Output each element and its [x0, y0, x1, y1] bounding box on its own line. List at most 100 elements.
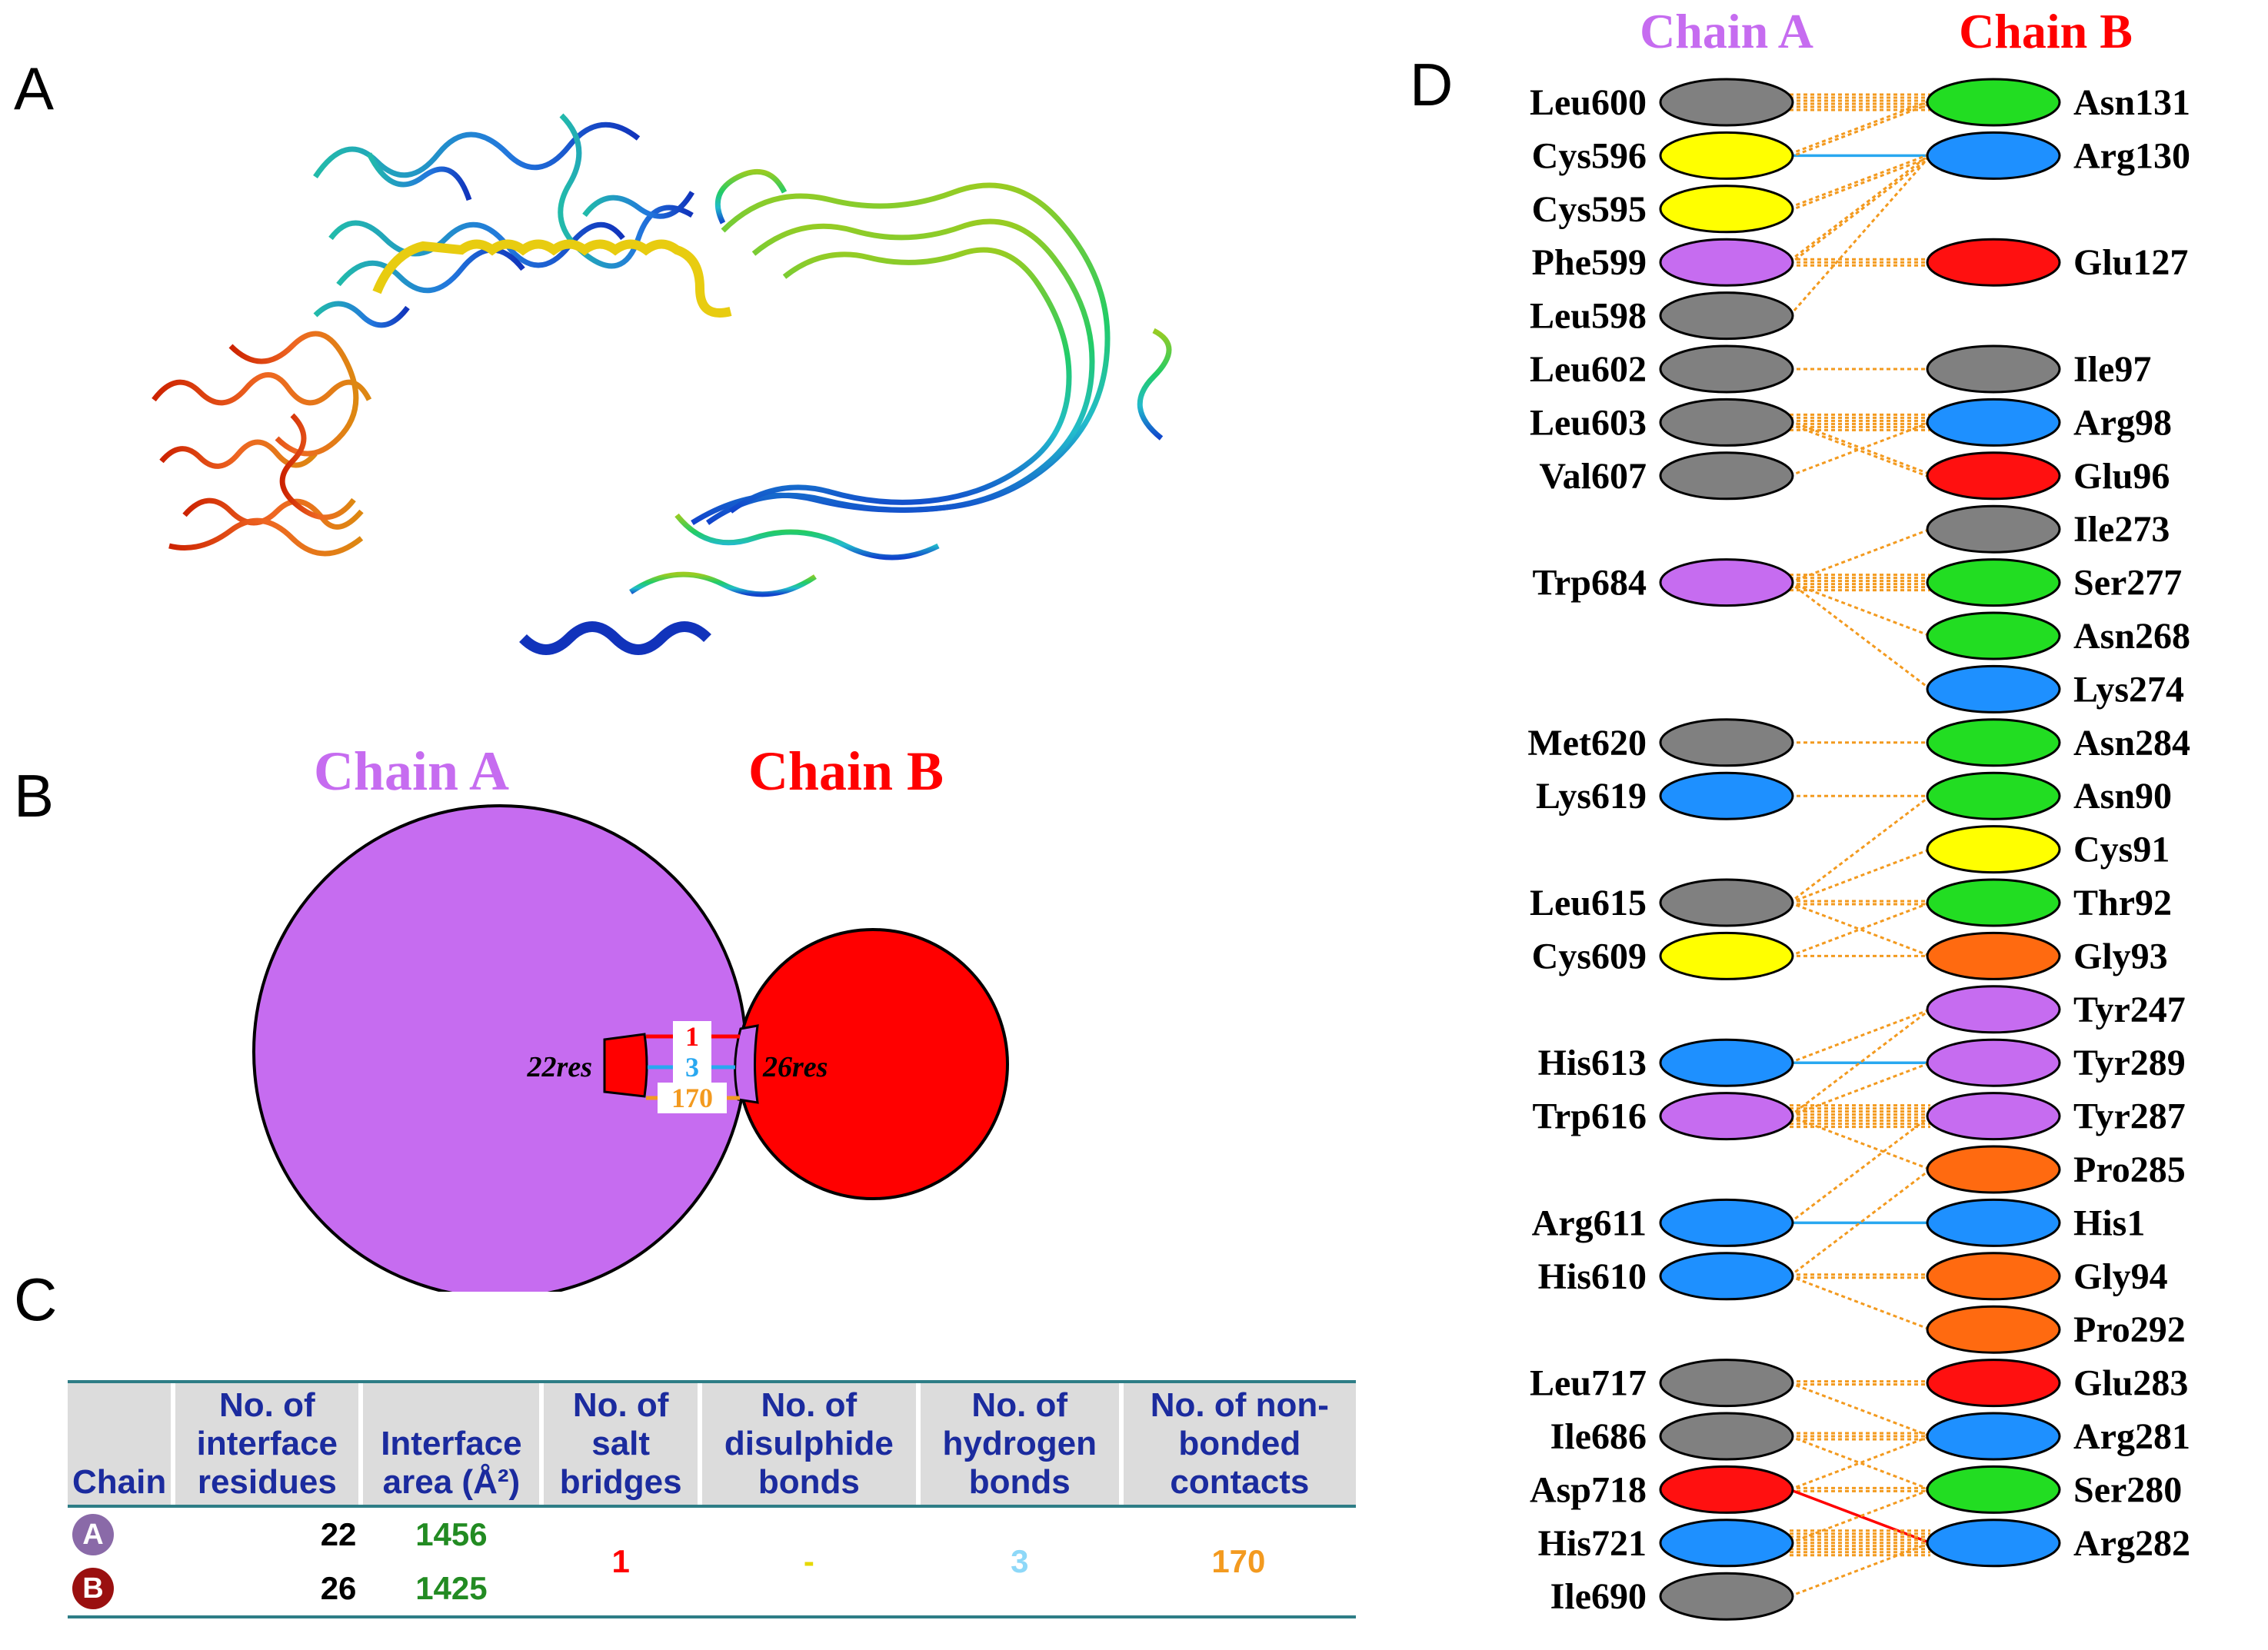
ribbon-long-helix	[372, 239, 732, 318]
residue-node-met620	[1659, 718, 1794, 767]
salt-bridges-value: 1	[611, 1543, 630, 1579]
residue-node-ile273	[1926, 504, 2061, 554]
header-interface-residues: No. of interface residues	[173, 1383, 364, 1505]
ribbon-lower-left-domain	[152, 331, 372, 557]
ribbon-right-solenoid	[629, 168, 1172, 597]
residue-label-ile97: Ile97	[2073, 349, 2151, 390]
nonbonded-contact-line	[1789, 1008, 1931, 1117]
residue-label-his610: His610	[1538, 1256, 1647, 1297]
nonbonded-contact-line	[1789, 102, 1931, 158]
residue-node-asn284	[1926, 718, 2061, 767]
nonbonded-contact-line	[1789, 527, 1931, 584]
header-hydrogen-bonds: No. of hydrogen bonds	[918, 1383, 1124, 1505]
residue-node-arg282	[1926, 1519, 2061, 1568]
nonbonded-contact-line	[1789, 422, 1931, 479]
chain-b-title: Chain B	[748, 740, 944, 802]
nonbonded-contact-line	[1789, 1008, 1931, 1064]
residue-node-thr92	[1926, 878, 2061, 927]
residue-interaction-diagram: Chain A Chain B Leu600Cys596Cys595Phe599…	[1527, 4, 2190, 1621]
residue-node-his610	[1659, 1252, 1794, 1301]
residue-node-ile686	[1659, 1412, 1794, 1461]
panel-letter-d: D	[1410, 51, 1454, 118]
chain-b-badge: B	[72, 1568, 114, 1609]
chain-b-residue-count: 26res	[762, 1051, 828, 1083]
residue-label-ile690: Ile690	[1550, 1576, 1647, 1617]
residue-label-trp684: Trp684	[1533, 563, 1647, 604]
residue-label-arg282: Arg282	[2073, 1523, 2190, 1564]
residue-label-ser277: Ser277	[2073, 563, 2182, 604]
ribbon-tail-helix	[519, 621, 711, 655]
residue-node-asn131	[1926, 78, 2061, 127]
nonbonded-contact-line	[1789, 156, 1931, 265]
residue-node-gly93	[1926, 931, 2061, 980]
residue-label-gly94: Gly94	[2073, 1256, 2168, 1297]
nonbonded-contact-line	[1789, 155, 1931, 212]
nonbonded-contact-line	[1789, 419, 1931, 476]
residue-label-leu603: Leu603	[1530, 402, 1647, 443]
residue-label-arg98: Arg98	[2073, 402, 2172, 443]
nonbonded-contact-line	[1788, 155, 1932, 317]
residue-label-arg130: Arg130	[2073, 135, 2190, 176]
nonbonded-contact-line	[1789, 99, 1931, 155]
residue-node-leu603	[1659, 398, 1794, 447]
residue-label-leu600: Leu600	[1530, 82, 1647, 123]
residue-node-trp616	[1659, 1092, 1794, 1141]
residue-label-ile686: Ile686	[1550, 1416, 1647, 1457]
chain-a-area: 1456	[415, 1516, 488, 1552]
residue-label-ser280: Ser280	[2073, 1469, 2182, 1510]
nonbonded-count: 170	[671, 1083, 713, 1113]
disulphide-value: -	[803, 1543, 814, 1579]
residue-node-phe599	[1659, 238, 1794, 287]
chain-a-residue-count: 22res	[527, 1051, 592, 1083]
panel-letter-a: A	[14, 55, 55, 122]
residue-node-gly94	[1926, 1252, 2061, 1301]
chain-b-area: 1425	[415, 1570, 488, 1606]
nonbonded-contact-line	[1789, 848, 1931, 904]
residue-node-asp718	[1659, 1465, 1794, 1514]
residue-node-leu602	[1659, 344, 1794, 394]
header-interface-area: Interface area (Å²)	[361, 1383, 545, 1505]
nonbonded-contact-line	[1789, 1061, 1931, 1118]
chain-a-badge: A	[72, 1514, 114, 1555]
hbond-count: 3	[685, 1052, 699, 1083]
table-header-row: Chain No. of interface residues Interfac…	[68, 1383, 1356, 1505]
chain-b-residues: 26	[320, 1570, 357, 1606]
hbond-count-bg	[673, 1052, 711, 1083]
salt-count-bg	[673, 1021, 711, 1052]
residue-node-ile97	[1926, 344, 2061, 394]
residue-label-glu283: Glu283	[2073, 1363, 2188, 1404]
residue-label-cys609: Cys609	[1532, 936, 1647, 976]
residue-node-leu598	[1659, 291, 1794, 341]
residue-node-his721	[1659, 1519, 1794, 1568]
residue-label-cys595: Cys595	[1532, 189, 1647, 230]
residue-node-trp684	[1659, 558, 1794, 607]
residue-node-leu600	[1659, 78, 1794, 127]
residue-node-cys609	[1659, 931, 1794, 980]
nonbonded-contact-line	[1789, 1168, 1931, 1277]
residue-node-cys596	[1659, 131, 1794, 180]
residue-label-val607: Val607	[1539, 456, 1647, 497]
nonbonded-contact-line	[1789, 152, 1931, 209]
header-salt-bridges: No. of salt bridges	[541, 1383, 702, 1505]
residue-node-cys91	[1926, 825, 2061, 874]
residue-node-tyr247	[1926, 985, 2061, 1034]
header-disulphide-bonds: No. of disulphide bonds	[699, 1383, 921, 1505]
nonbonded-contact-line	[1789, 421, 1931, 477]
residue-label-cys91: Cys91	[2073, 830, 2170, 870]
residue-label-tyr289: Tyr289	[2073, 1043, 2186, 1083]
residue-node-leu615	[1659, 878, 1794, 927]
residue-nodes: Leu600Cys596Cys595Phe599Leu598Leu602Leu6…	[1527, 78, 2190, 1621]
residue-node-asn90	[1926, 771, 2061, 820]
nonbonded-contact-line	[1789, 1435, 1931, 1491]
residue-label-his721: His721	[1538, 1523, 1647, 1564]
residue-label-asn131: Asn131	[2073, 82, 2190, 123]
panel-letter-c: C	[14, 1266, 58, 1333]
residue-node-glu96	[1926, 451, 2061, 501]
nonbonded-contact-line	[1789, 1435, 1931, 1491]
nonbonded-contact-line	[1789, 795, 1931, 904]
nonbonded-contact-line	[1789, 581, 1931, 690]
salt-bridge-count: 1	[685, 1021, 699, 1052]
residue-node-glu283	[1926, 1359, 2061, 1408]
residue-label-asn268: Asn268	[2073, 616, 2190, 657]
nonbonded-value: 170	[1211, 1543, 1266, 1579]
